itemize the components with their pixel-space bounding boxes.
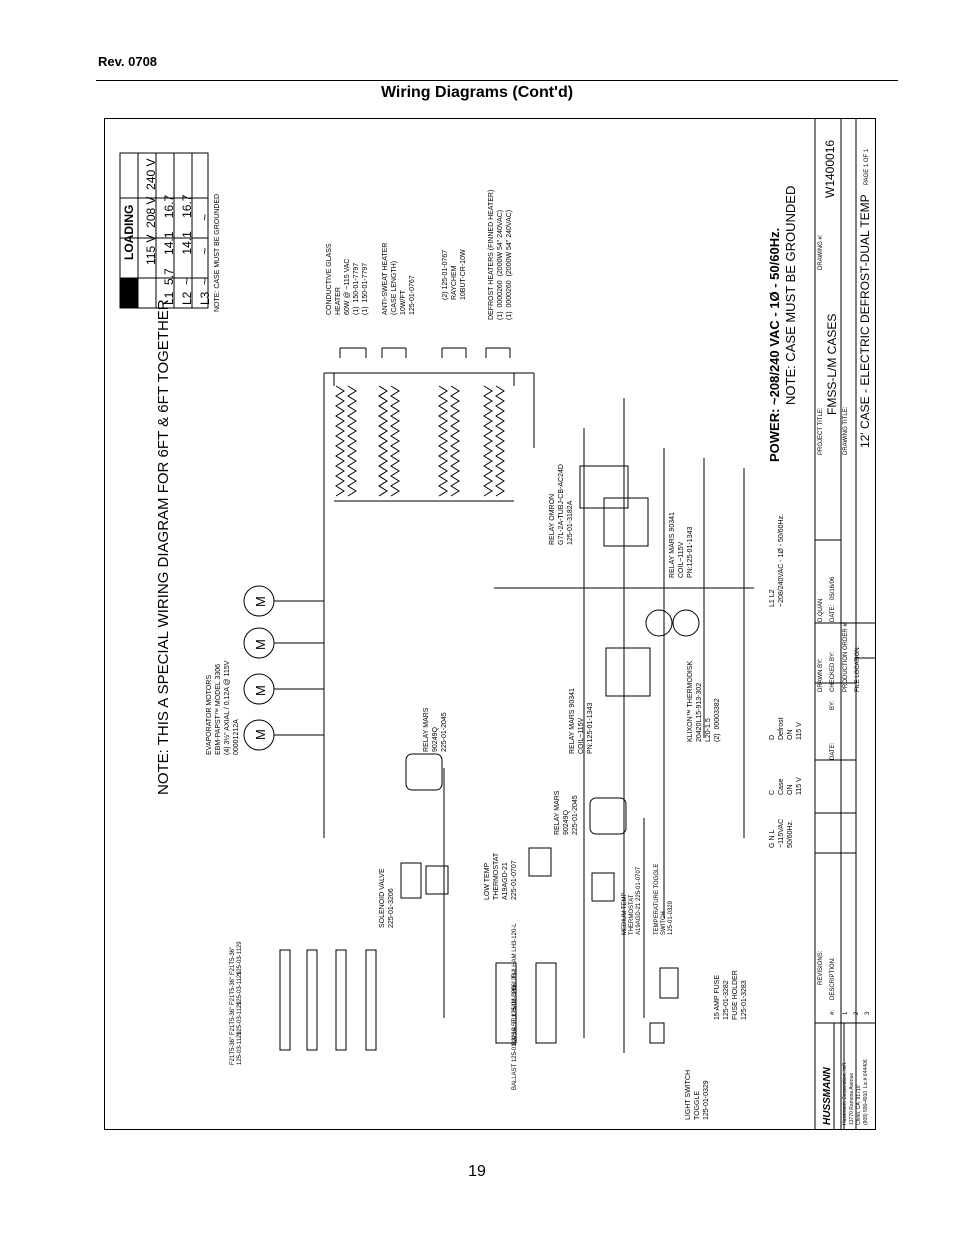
terminal-c-label: C Case ON 115 V — [769, 777, 803, 795]
heater-brackets — [339, 347, 511, 358]
motor-4-label: M — [253, 596, 268, 607]
conductive-glass-heater-label: CONDUCTIVE GLASS HEATER 60W @ ~115 VAC (… — [326, 243, 369, 315]
production-order-label: PRODUCTION ORDER #: — [843, 621, 849, 692]
loading-row-label: L1 — [162, 291, 176, 305]
date-value: 05/16/06 — [830, 576, 836, 600]
evaporator-motor-symbols — [243, 585, 324, 751]
revisions-label: REVISIONS: — [818, 950, 824, 985]
solenoid-label: SOLENOID VALVE 225-01-3206 — [379, 868, 395, 928]
drawing-number-label: DRAWING #: — [818, 234, 824, 270]
medium-temp-thermostat-label: MEDIUM TEMP THERMOSTAT A19AGD-21 225-01-… — [622, 866, 642, 935]
loading-row-label: L3 — [198, 291, 212, 305]
title-block-grid — [814, 118, 876, 1130]
drawn-by-value: D.QUAN — [818, 598, 824, 622]
loading-cell: 16.7 — [162, 194, 176, 219]
loading-cell: ~ — [198, 247, 212, 255]
loading-header-208: 208 V — [144, 196, 158, 228]
loading-table-note: NOTE: CASE MUST BE GROUNDED — [214, 193, 221, 312]
revision-number-header: #: — [830, 1009, 836, 1015]
klixon-label: KLIXON™ THERMODISK 20420L15-913-302 L20-… — [687, 660, 721, 742]
revision-label: Rev. 0708 — [98, 54, 158, 69]
loading-cell: 5.7 — [162, 268, 176, 285]
thermodisk-symbols — [645, 609, 700, 637]
motor-2-label: M — [253, 685, 268, 696]
drawn-by-label: DRAWN BY: — [818, 658, 824, 692]
by-header: BY: — [830, 700, 836, 710]
light-switch-label: LIGHT SWITCH TOGGLE 125-01-0329 — [685, 1069, 710, 1120]
motor-1-label: M — [253, 729, 268, 740]
wiring-diagram — [119, 118, 876, 1130]
loading-cell: 14.1 — [162, 231, 176, 255]
loading-row-l2: L2 ~ 14.1 16.7 — [178, 195, 196, 305]
loading-row-l1: L1 5.7 14.1 16.7 — [160, 195, 178, 305]
drawing-title: 12' CASE - ELECTRIC DEFROST-DUAL TEMP — [858, 194, 872, 448]
relay-mars-1-label: RELAY MARS 90249Q 225-01-2045 — [423, 707, 448, 752]
ballast-2-label: BALLAST 125-01-3266 FULHAM LH3-120-L — [512, 968, 518, 1090]
loading-table-grid — [119, 152, 209, 309]
date-header: DATE: — [830, 742, 836, 760]
raychem-label: (2) 125-01-0767 RAYCHEM 10BUT-CR-10W — [442, 249, 467, 300]
loading-cell: ~ — [198, 277, 212, 285]
lamp-and-ballast-symbols — [279, 949, 679, 1051]
loading-header-240: 240 V — [144, 158, 158, 190]
temperature-toggle-label: TEMPERATURE TOGGLE SWITCH 125-01-0329 — [654, 863, 674, 935]
relay-mars-2-label: RELAY MARS 90249Q 225-01-2045 — [554, 790, 579, 835]
diagram-frame — [104, 118, 876, 1130]
lamp-2-label: F21T5-36" 125-03-1129 — [230, 971, 243, 1005]
company-logo: HUSSMANN — [822, 1067, 833, 1125]
power-note: POWER: ~208/240 VAC - 1Ø - 50/60Hz. — [767, 227, 782, 462]
defrost-heaters-label: DEFROST HEATERS (FINNED HEATER) (1) 0000… — [488, 189, 513, 320]
checked-by-label: CHECKED BY: — [830, 651, 836, 692]
page-number: 19 — [468, 1163, 486, 1180]
lamp-4-label: F21T5-36" 125-03-1129 — [230, 1031, 243, 1065]
supply-208-label: L1 L2 ~208/240VAC - 1Ø - 50/60Hz. — [769, 513, 785, 607]
revision-row-2: 2 — [854, 1011, 860, 1015]
revision-row-3: 3 — [865, 1011, 871, 1015]
drawing-number: W1400016 — [823, 139, 837, 198]
evaporator-motors-label: EVAPORATOR MOTORS EBM-PAPST™ MODEL 3306 … — [206, 660, 240, 755]
low-temp-thermostat-label: LOW TEMP THERMOSTAT A19AGD-21 225-01-070… — [484, 852, 518, 900]
loading-cell: 16.7 — [180, 194, 194, 218]
loading-cell: ~ — [180, 277, 194, 285]
supply-115-label: G N L ~115VAC 50/60Hz. — [769, 818, 794, 848]
revision-row-1: 1 — [843, 1011, 849, 1015]
bus-wires — [323, 372, 754, 1053]
lamp-1-label: F21T5-36" 125-03-1129 — [230, 941, 243, 975]
relay-mars-90341-b-label: RELAY MARS 90341 COIL~115V PN:125-01-134… — [669, 512, 694, 578]
terminal-d-label: D Defrost ON 115 V — [769, 717, 803, 740]
page-heading: Wiring Diagrams (Cont'd) — [380, 84, 574, 101]
page-of-label: PAGE 1 OF 1 — [864, 148, 870, 185]
heater-elements — [333, 373, 515, 502]
motor-3-label: M — [253, 639, 268, 650]
loading-header-row: 115 V 208 V 240 V — [142, 158, 160, 265]
loading-title: LOADING — [122, 204, 136, 260]
ground-note: NOTE: CASE MUST BE GROUNDED — [783, 185, 798, 405]
date-label: DATE: — [830, 604, 836, 622]
solenoid-and-thermostat-symbols — [400, 847, 615, 902]
relay-symbols — [405, 465, 651, 835]
header-rule — [96, 80, 898, 81]
loading-row-label: L2 — [180, 291, 194, 305]
relay-mars-90341-a-label: RELAY MARS 90341 COIL~115V PN:125-01-134… — [569, 688, 594, 754]
company-info: Hussmann Corporation, Int'l. 13770 Ramon… — [842, 1059, 869, 1125]
file-location-label: FILE LOCATION: — [855, 645, 861, 692]
project-title: FMSS-L/M CASES — [825, 313, 839, 415]
drawing-title-label: DRAWING TITLE: — [843, 406, 849, 455]
relay-omron-label: RELAY OMRON G7L-2A-TUBJ-CB-AC24D 125-01-… — [549, 464, 574, 545]
project-title-label: PROJECT TITLE: — [818, 407, 824, 455]
lamp-3-label: F21T5-36" 125-03-1129 — [230, 1001, 243, 1035]
loading-header-115: 115 V — [144, 234, 158, 265]
description-header: DESCRIPTION: — [830, 957, 836, 1000]
loading-cell: ~ — [198, 213, 212, 221]
fuse-label: 15 AMP FUSE 125-01-3282 FUSE HOLDER 125-… — [714, 970, 748, 1020]
loading-row-l3: L3 ~ ~ ~ — [196, 214, 214, 305]
main-note: NOTE: THIS A SPECIAL WIRING DIAGRAM FOR … — [155, 299, 172, 795]
loading-cell: 14.1 — [180, 231, 194, 255]
anti-sweat-heater-label: ANTI-SWEAT HEATER (CASE LENGTH) 10W/FT 1… — [382, 242, 416, 315]
